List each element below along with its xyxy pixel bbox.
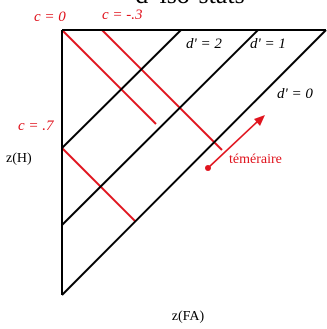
criterion-line-c-0 — [61, 29, 157, 125]
plot-frame — [61, 29, 326, 295]
d-prime-line-1 — [61, 29, 259, 226]
d-prime-lines — [61, 29, 327, 296]
y-axis-label: z(H) — [6, 151, 32, 166]
d-prime-label-2: d' = 2 — [186, 36, 222, 52]
criterion-label-c-0: c = 0 — [34, 9, 66, 25]
diagram-title: d' iso-stats — [135, 0, 244, 9]
criterion-lines — [61, 29, 223, 222]
criterion-line-c-minus-0-3 — [101, 29, 223, 151]
d-prime-label-0: d' = 0 — [277, 86, 313, 102]
temeraire-label: téméraire — [229, 152, 282, 167]
criterion-label-c-0-7: c = .7 — [18, 118, 55, 134]
criterion-label-c-minus-0-3: c = -.3 — [102, 7, 143, 23]
x-axis-label: z(FA) — [172, 309, 205, 324]
criterion-line-c-0-7 — [61, 147, 136, 222]
temeraire-arrow — [205, 115, 265, 171]
d-prime-line-0 — [61, 29, 327, 296]
d-prime-line-2 — [61, 29, 182, 149]
arrow-origin-dot — [205, 165, 211, 171]
d-prime-label-1: d' = 1 — [250, 36, 286, 52]
